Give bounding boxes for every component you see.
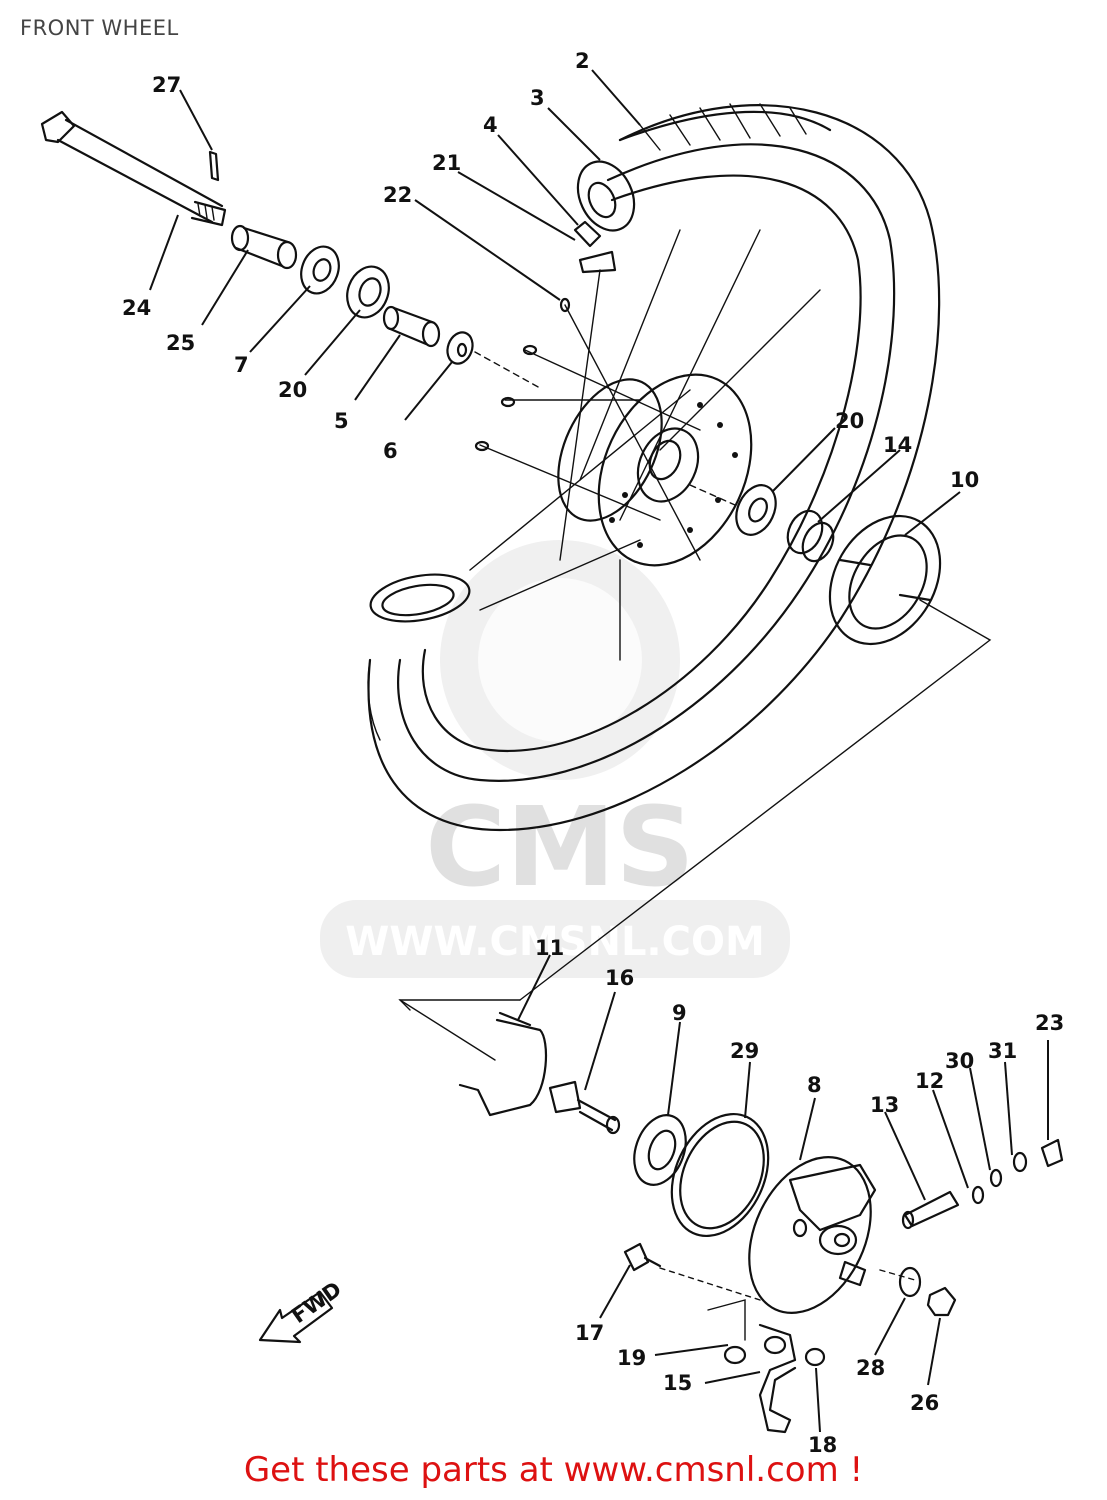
cmsnl-watermark: CMS WWW.CMSNL.COM bbox=[320, 540, 790, 978]
callout-label: 4 bbox=[483, 113, 498, 137]
watermark-url-text: WWW.CMSNL.COM bbox=[345, 919, 765, 965]
callout-label: 20 bbox=[278, 378, 307, 402]
circlip-part bbox=[989, 1168, 1003, 1188]
leader-lines bbox=[149, 69, 1049, 1433]
cap-part bbox=[1040, 1138, 1064, 1168]
axle-nut-part bbox=[926, 1286, 957, 1317]
spokes-part bbox=[469, 229, 821, 661]
callout-label: 16 bbox=[605, 966, 634, 990]
callout-label: 31 bbox=[988, 1039, 1017, 1063]
callout-label: 12 bbox=[915, 1069, 944, 1093]
callout-label: 22 bbox=[383, 183, 412, 207]
callout-label: 24 bbox=[122, 296, 151, 320]
brake-seal-part bbox=[633, 1114, 687, 1186]
watermark-logo-text: CMS bbox=[425, 783, 694, 911]
callout-label: 19 bbox=[617, 1346, 646, 1370]
callout-label: 30 bbox=[945, 1049, 974, 1073]
lever-nut-part bbox=[804, 1347, 826, 1367]
cam-shaft-part bbox=[548, 1080, 621, 1135]
callout-label: 15 bbox=[663, 1371, 692, 1395]
callout-label: 13 bbox=[870, 1093, 899, 1117]
callout-label: 26 bbox=[910, 1391, 939, 1415]
callout-label: 9 bbox=[672, 1001, 687, 1025]
callout-label: 18 bbox=[808, 1433, 837, 1457]
camshaft-lever-part bbox=[758, 1323, 797, 1434]
callout-label: 17 bbox=[575, 1321, 604, 1345]
hub-part bbox=[557, 373, 753, 567]
oil-seal-part bbox=[300, 245, 340, 295]
callout-label: 2 bbox=[575, 49, 590, 73]
callout-label: 28 bbox=[856, 1356, 885, 1380]
callout-labels: 27 2 3 4 21 22 24 25 7 20 5 6 20 14 10 1… bbox=[122, 49, 1064, 1457]
callout-label: 29 bbox=[730, 1039, 759, 1063]
bearing-part-right bbox=[735, 484, 777, 536]
callout-label: 23 bbox=[1035, 1011, 1064, 1035]
wheel-assembly bbox=[367, 103, 941, 832]
callout-label: 8 bbox=[807, 1073, 822, 1097]
callout-label: 25 bbox=[166, 331, 195, 355]
bolt-part bbox=[623, 1242, 662, 1272]
lever-washer-part bbox=[707, 1299, 747, 1365]
spring-part bbox=[458, 1011, 548, 1117]
brake-plate-part bbox=[748, 1156, 877, 1314]
washer-part bbox=[446, 331, 474, 365]
callout-label: 3 bbox=[530, 86, 545, 110]
callout-label: 6 bbox=[383, 439, 398, 463]
callout-label: 20 bbox=[835, 409, 864, 433]
callout-label: 5 bbox=[334, 409, 349, 433]
bearing-part-left bbox=[346, 265, 390, 319]
collar-part bbox=[786, 509, 835, 563]
callout-label: 21 bbox=[432, 151, 461, 175]
hub-spacer-part bbox=[382, 305, 441, 348]
page-title: FRONT WHEEL bbox=[20, 16, 179, 40]
small-washer-part bbox=[971, 1185, 985, 1205]
spacer-part bbox=[230, 224, 298, 270]
callout-label: 11 bbox=[535, 936, 564, 960]
thrust-washer-part bbox=[1012, 1151, 1028, 1173]
callout-label: 10 bbox=[950, 468, 979, 492]
brake-shoe-part bbox=[828, 514, 942, 646]
cmsnl-promo-link[interactable]: Get these parts at www.cmsnl.com ! bbox=[243, 1450, 864, 1490]
axle-part bbox=[40, 110, 227, 227]
axle-washer-part bbox=[898, 1266, 922, 1298]
callout-label: 27 bbox=[152, 73, 181, 97]
o-ring-part bbox=[670, 1112, 770, 1238]
speedometer-gear-part bbox=[901, 1190, 960, 1230]
callout-label: 7 bbox=[234, 353, 249, 377]
forward-direction-arrow: FWD bbox=[258, 1277, 346, 1344]
callout-label: 14 bbox=[883, 433, 912, 457]
